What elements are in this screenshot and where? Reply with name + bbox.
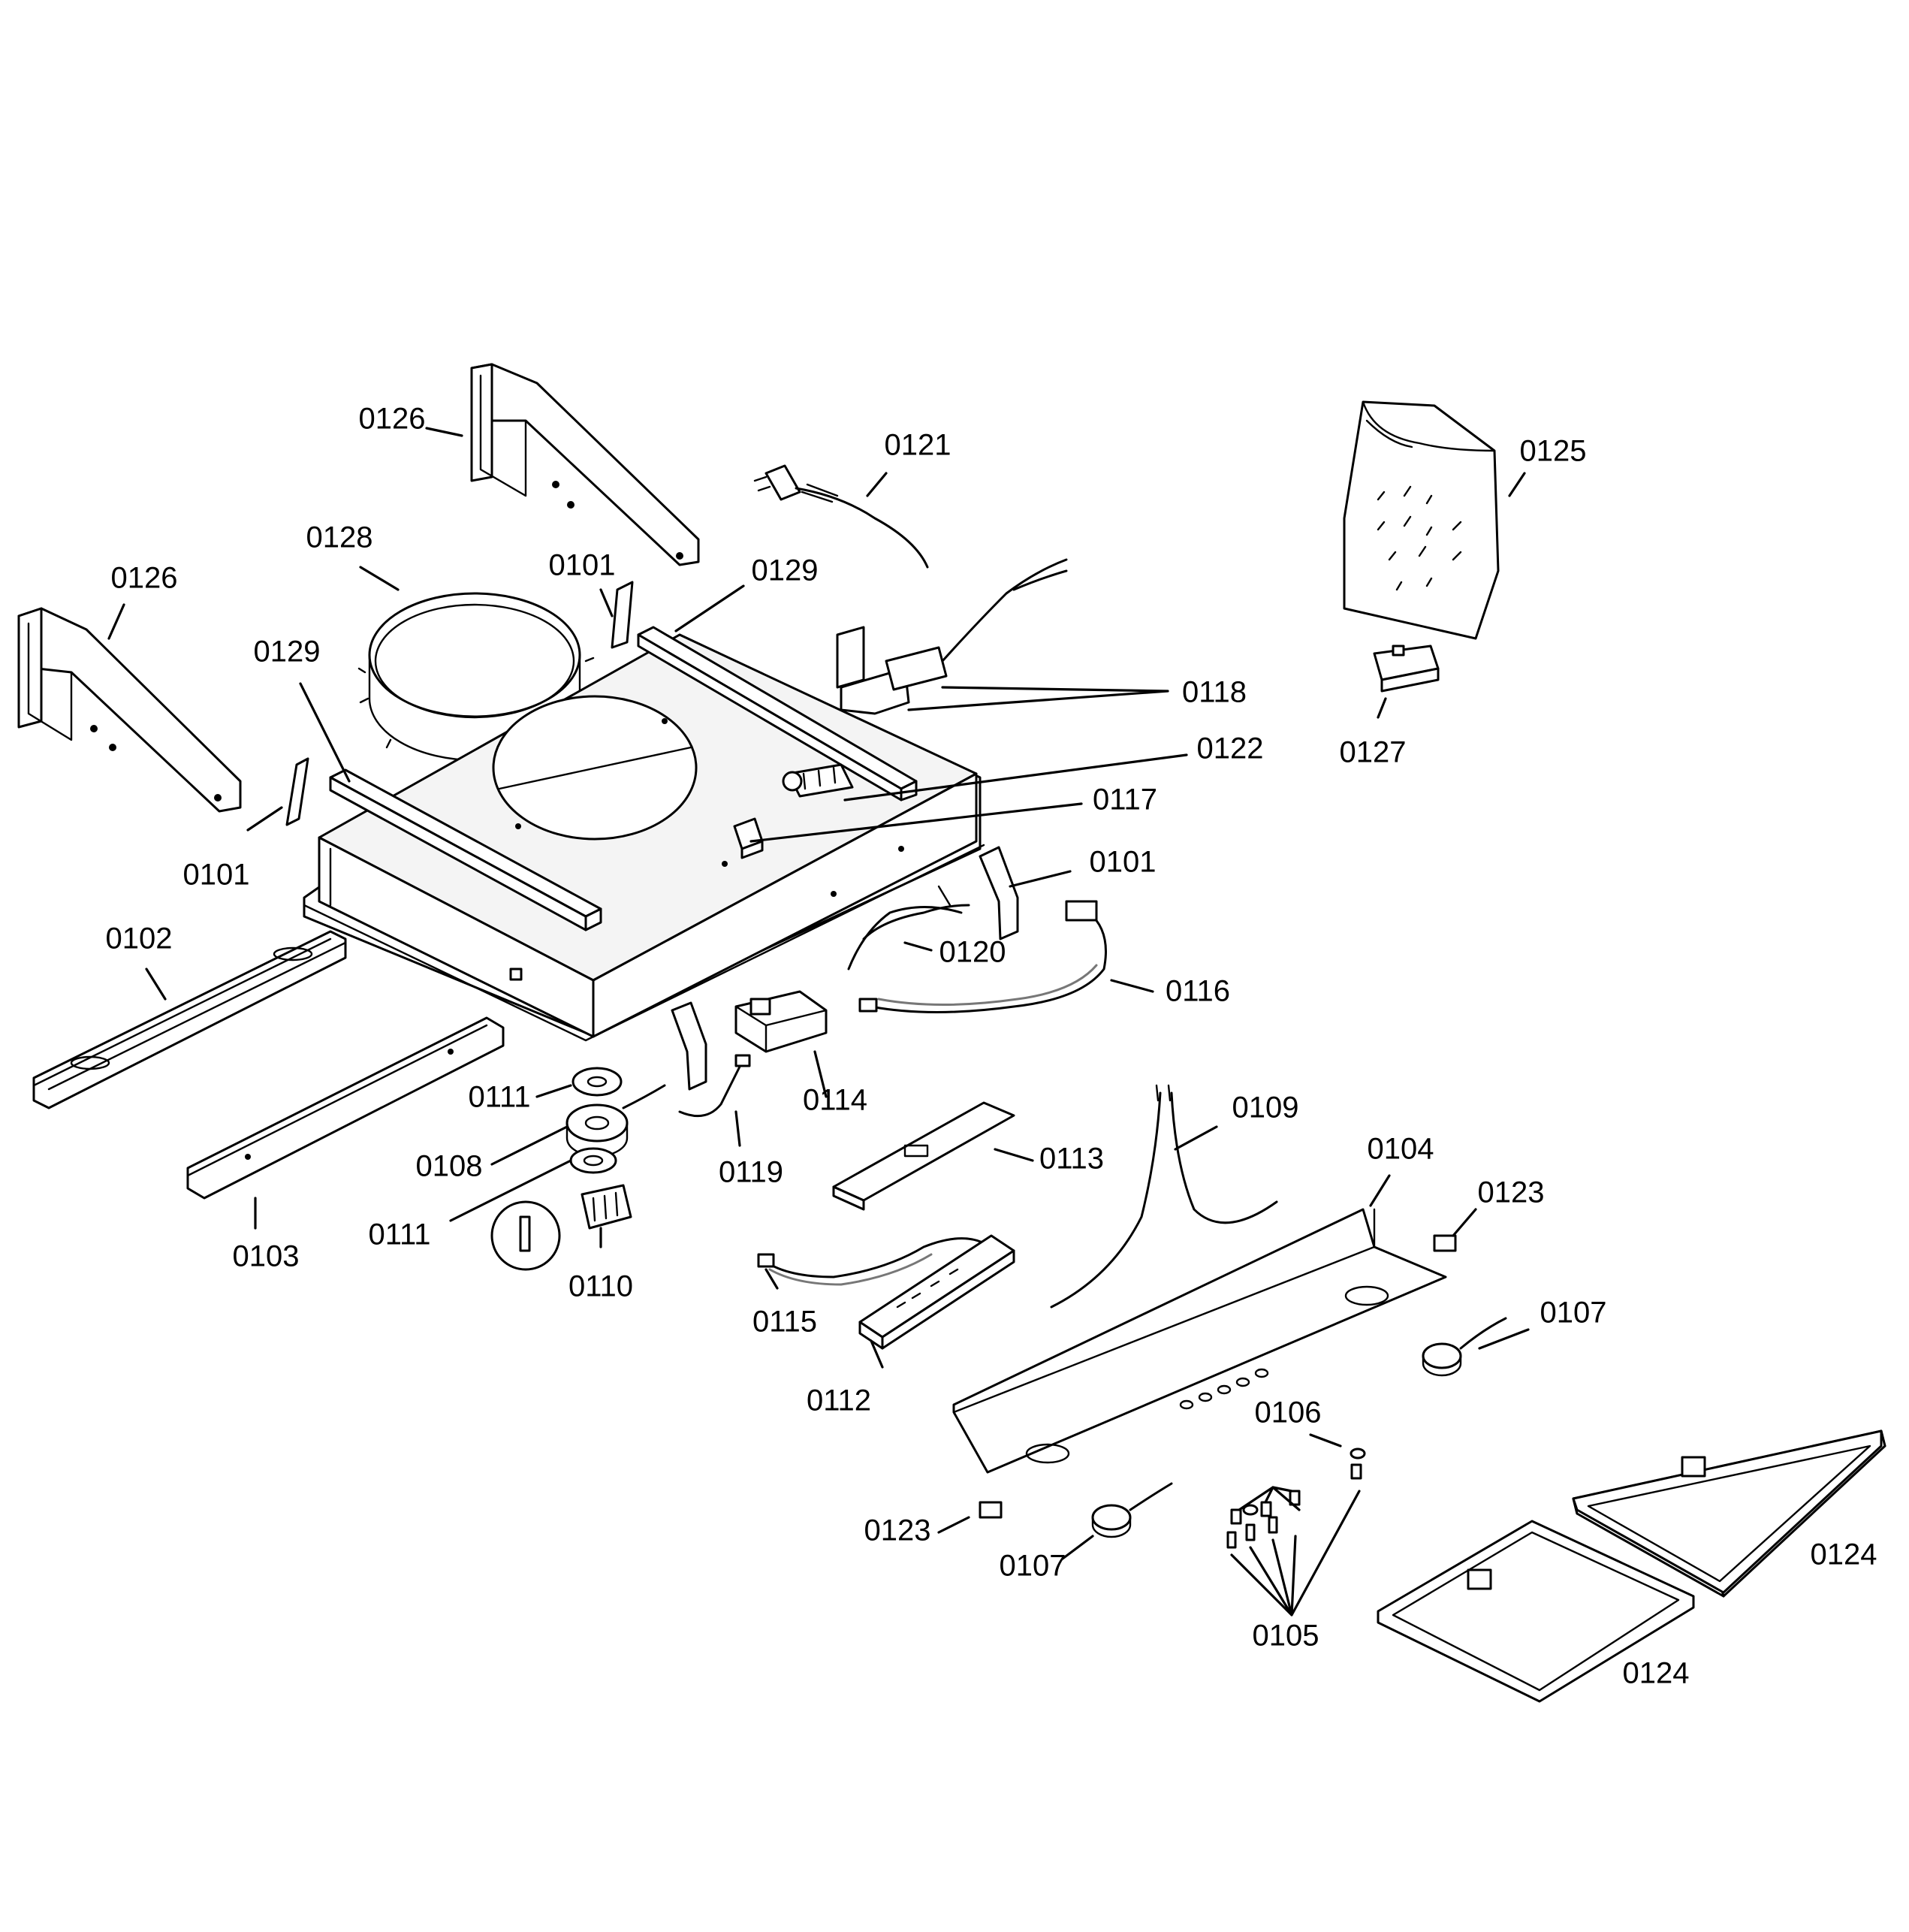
label-0126-top: 0126 [359,403,426,436]
label-0118: 0118 [1182,676,1247,709]
label-0123-left: 0123 [864,1514,931,1547]
switch-0127 [1373,645,1440,693]
mounting-rail-0129-right [637,626,918,801]
wire-harness-0115 [757,1237,985,1286]
knob-0107-left [1091,1482,1173,1538]
clip-0101-left [285,757,309,826]
label-0129-right: 0129 [752,554,819,587]
label-0129-left: 0129 [254,635,321,669]
label-0102: 0102 [106,922,173,955]
label-0106: 0106 [1255,1396,1322,1429]
label-0111-top: 0111 [468,1081,530,1114]
label-0103: 0103 [233,1240,300,1273]
wire-0109 [1050,1084,1278,1309]
label-0123-right: 0123 [1478,1176,1545,1209]
clip-0101-top [611,581,634,649]
clip-0101-center [671,1001,707,1091]
switch-0117 [733,817,764,859]
washer-0111-top [571,1067,623,1097]
label-0114: 0114 [803,1084,867,1117]
wire-harness-0116 [858,900,1107,1013]
wire-0119 [678,1054,751,1118]
knob-0107-right [1422,1317,1507,1377]
label-0111-bottom: 0111 [368,1218,430,1251]
front-panel-0104 [952,1208,1447,1474]
label-0124-bottom: 0124 [1623,1657,1690,1690]
label-0128: 0128 [306,521,373,554]
light-clip-0123-left [979,1501,1003,1519]
screws-0106 [1230,1447,1366,1525]
side-bracket-0126-left [17,607,242,813]
capacitor-0114 [734,990,828,1053]
label-0107-left: 0107 [1000,1550,1066,1583]
label-0115: 0115 [752,1306,817,1339]
terminal-block-0118 [836,558,1068,715]
part-labels: 0126 0121 0125 0128 0101 0129 0126 0129 … [106,403,1877,1690]
leader-lines [107,427,1530,1617]
washer-0111-bottom [569,1147,617,1174]
motor-0108 [565,1084,666,1158]
label-0110: 0110 [568,1270,633,1303]
label-0112: 0112 [807,1384,871,1417]
duct-collar-0128 [357,592,595,762]
charcoal-filter-kit-0125 [1343,400,1500,640]
grease-filter-0124-right [1572,1429,1886,1598]
control-board-0113 [832,1101,1015,1211]
mounting-rail-0129-left [329,768,602,931]
label-0105: 0105 [1253,1620,1319,1653]
power-cord-0121 [753,464,929,569]
terminal-0110 [490,1184,632,1271]
label-0124-right: 0124 [1811,1538,1877,1571]
label-0121: 0121 [885,429,951,462]
label-0122: 0122 [1197,732,1264,765]
label-0109: 0109 [1232,1091,1299,1124]
label-0116: 0116 [1166,975,1230,1008]
label-0125: 0125 [1520,435,1587,468]
label-0101-left: 0101 [183,859,250,892]
label-0119: 0119 [719,1156,783,1189]
label-0101-right: 0101 [1090,846,1157,879]
terminal-strip-0122 [782,763,854,798]
clip-0101-right [979,846,1019,940]
label-0101-top: 0101 [549,549,616,582]
label-0127: 0127 [1340,736,1407,769]
label-0107-right: 0107 [1540,1297,1607,1330]
label-0104: 0104 [1368,1133,1434,1166]
label-0113: 0113 [1039,1143,1104,1176]
rail-0102 [32,930,347,1109]
grease-filter-0124-bottom [1377,1520,1695,1703]
screws-0105 [1226,1504,1278,1549]
rail-0103 [186,1016,505,1200]
wire-0120 [847,885,970,971]
label-0126-left: 0126 [111,562,178,595]
control-panel-0112 [858,1234,1015,1350]
label-0120: 0120 [939,936,1006,969]
light-clip-0123-right [1433,1234,1457,1252]
label-0117: 0117 [1093,783,1157,817]
label-0108: 0108 [416,1150,483,1183]
side-bracket-0126-top [470,363,700,566]
